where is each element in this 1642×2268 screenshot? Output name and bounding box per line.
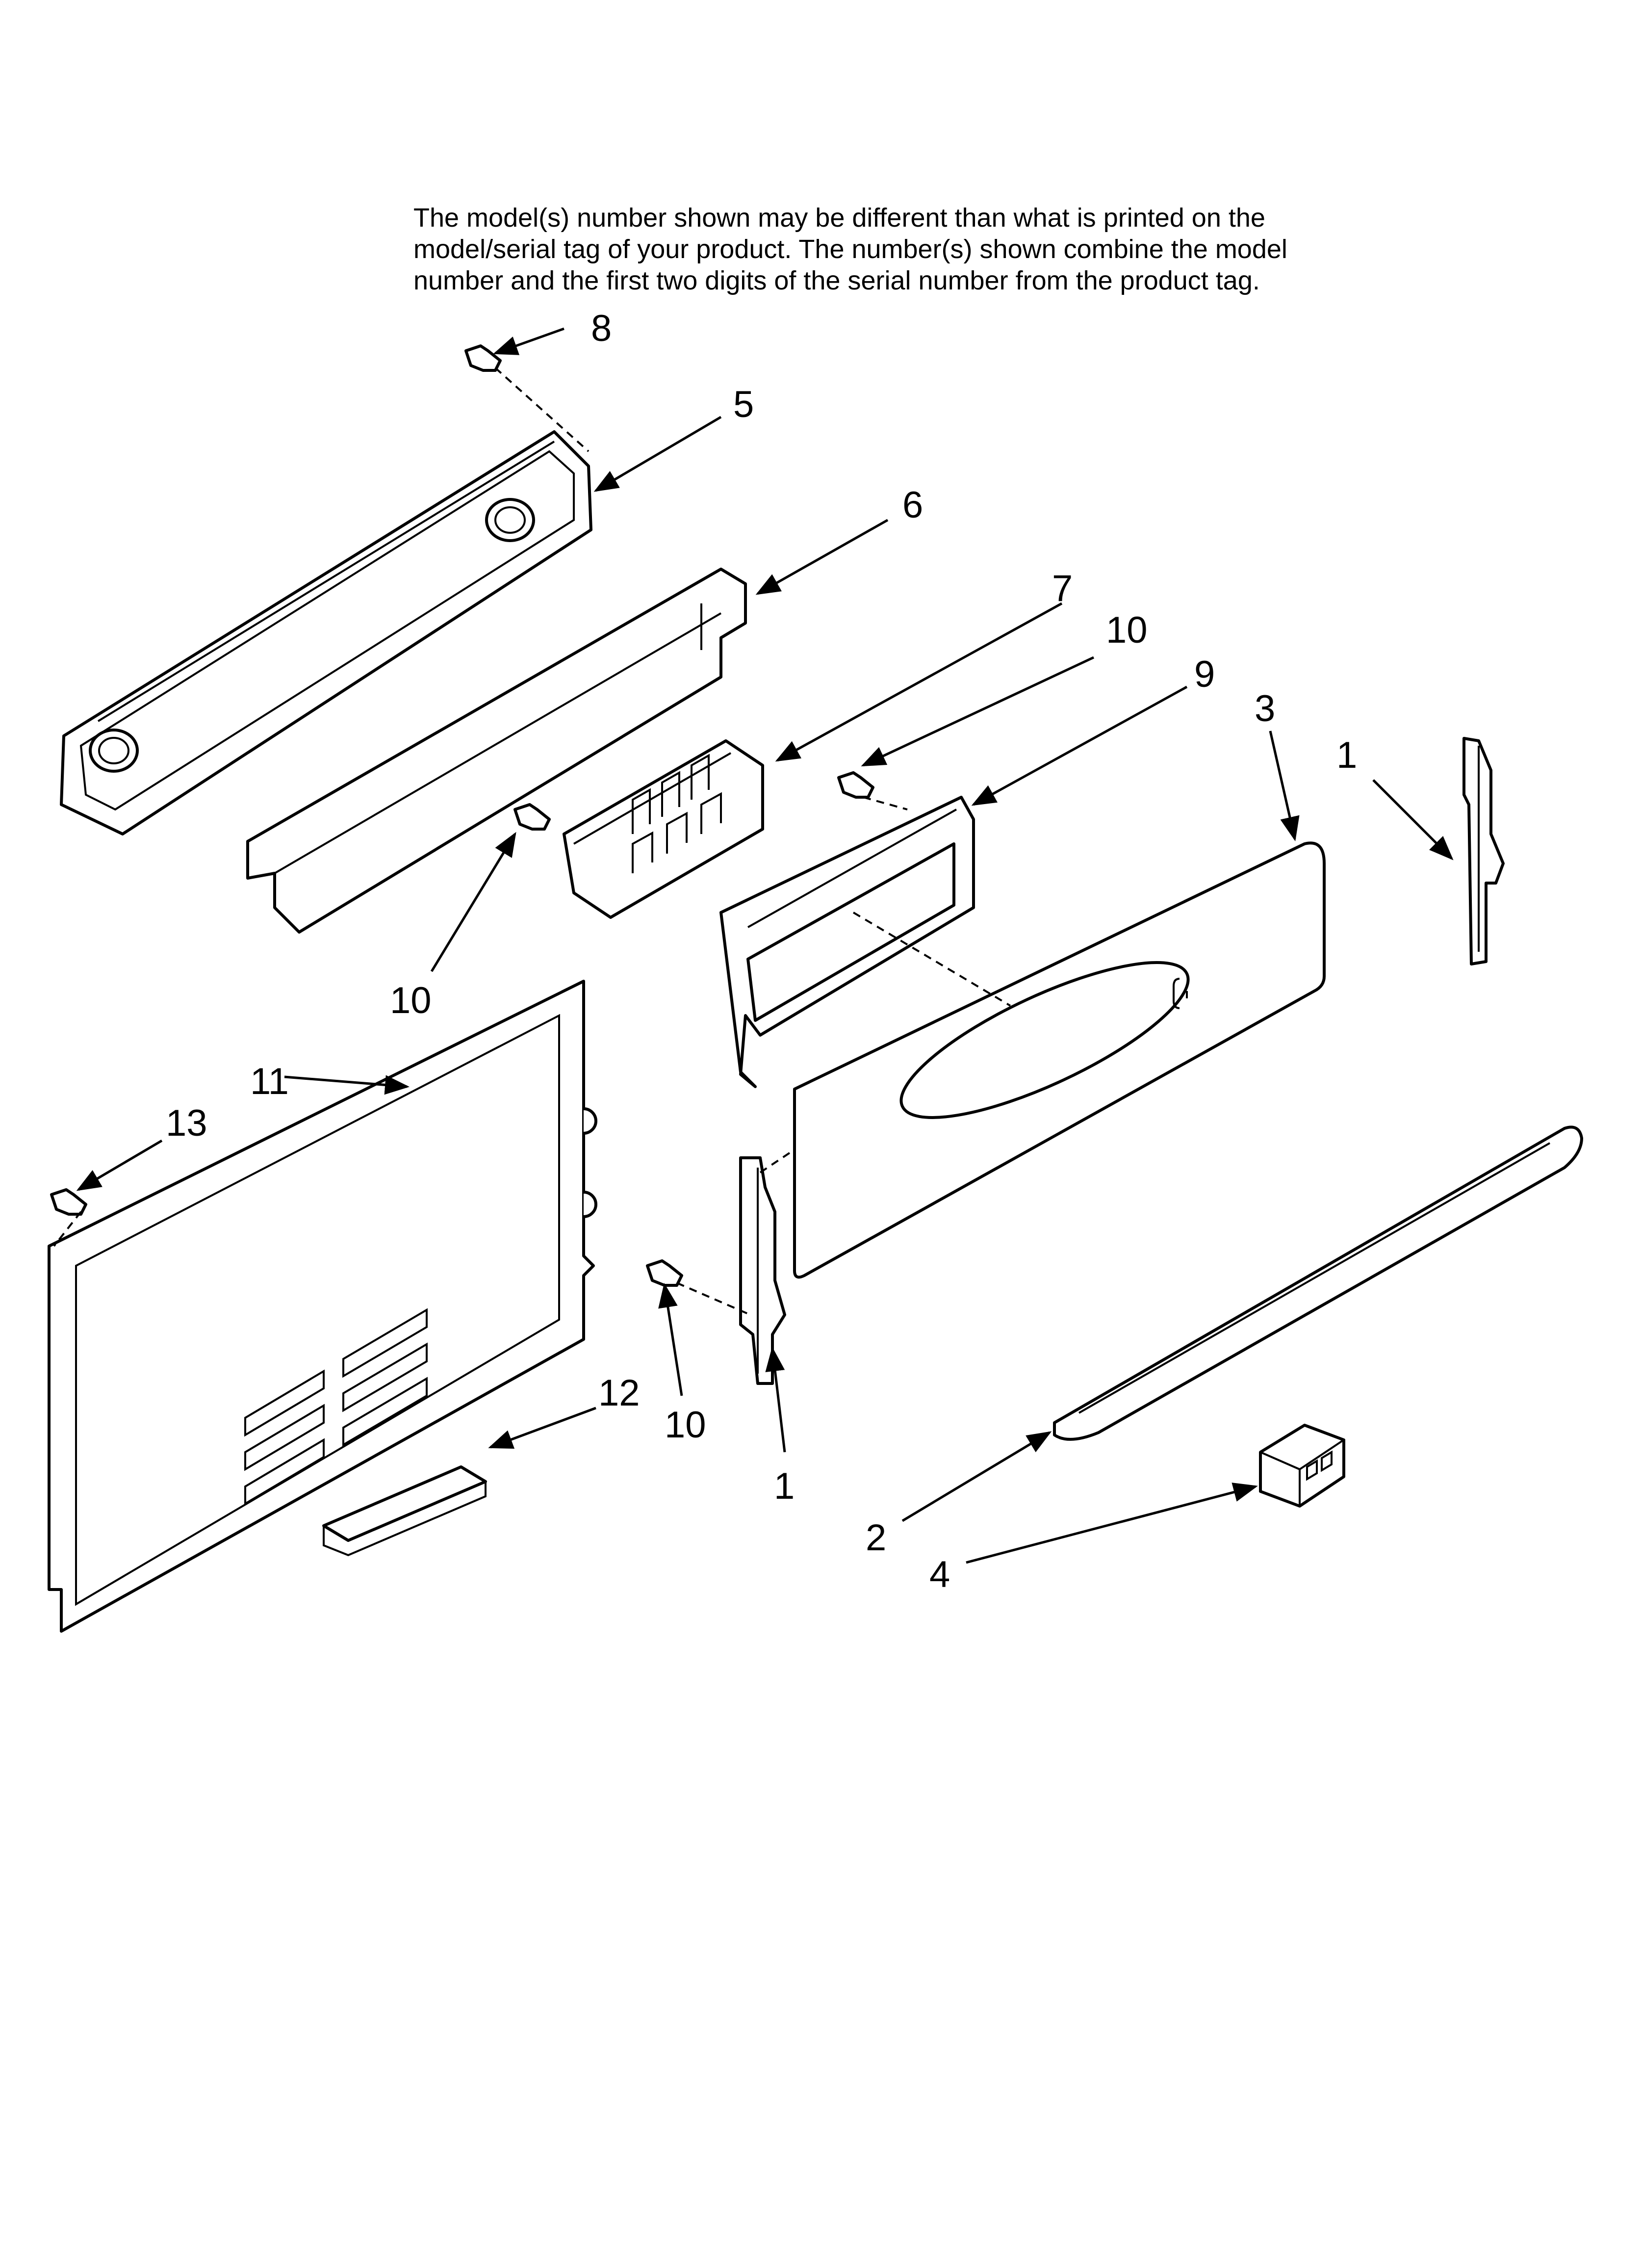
- callout-1-right: 1: [1336, 734, 1357, 776]
- callout-2: 2: [866, 1517, 886, 1559]
- part-4-switch-block: [1259, 1424, 1345, 1508]
- part-10-screw-left: [513, 803, 551, 831]
- part-11-back-panel: [48, 980, 597, 1633]
- part-10-screw-top: [837, 771, 874, 799]
- part-9-display-bezel: [719, 796, 975, 1088]
- callout-10-top: 10: [1106, 609, 1148, 651]
- part-2-handle-trim: [1053, 1125, 1583, 1441]
- part-5-control-bracket: [60, 430, 592, 835]
- part-8-screw: [464, 344, 502, 372]
- callout-8: 8: [591, 308, 612, 349]
- callout-13: 13: [166, 1102, 207, 1144]
- part-1-side-bracket-bottom: [739, 1156, 786, 1385]
- callout-9: 9: [1194, 653, 1215, 695]
- callout-12: 12: [598, 1372, 640, 1414]
- note-line-1: The model(s) number shown may be differe…: [413, 203, 1265, 233]
- callout-4: 4: [929, 1554, 950, 1595]
- callout-1-bottom: 1: [774, 1465, 795, 1507]
- note-line-2: model/serial tag of your product. The nu…: [413, 235, 1287, 264]
- part-13-screw: [50, 1188, 87, 1216]
- callout-6: 6: [902, 484, 923, 526]
- callout-7: 7: [1052, 568, 1073, 609]
- part-10-screw-bottom: [646, 1259, 683, 1287]
- part-12-vent-strip: [322, 1465, 487, 1557]
- part-6-trim-strip: [246, 568, 747, 934]
- callout-11: 11: [250, 1061, 289, 1102]
- part-7-control-board: [563, 739, 764, 919]
- note-line-3: number and the first two digits of the s…: [413, 266, 1260, 295]
- model-number-note: The model(s) number shown may be differe…: [413, 202, 1394, 296]
- callout-10-left: 10: [390, 980, 432, 1021]
- part-3-control-panel: [793, 841, 1326, 1279]
- callout-10-bottom: 10: [665, 1404, 706, 1446]
- part-1-side-bracket-right: [1462, 737, 1505, 965]
- callout-3: 3: [1255, 688, 1275, 730]
- callout-5: 5: [733, 384, 754, 425]
